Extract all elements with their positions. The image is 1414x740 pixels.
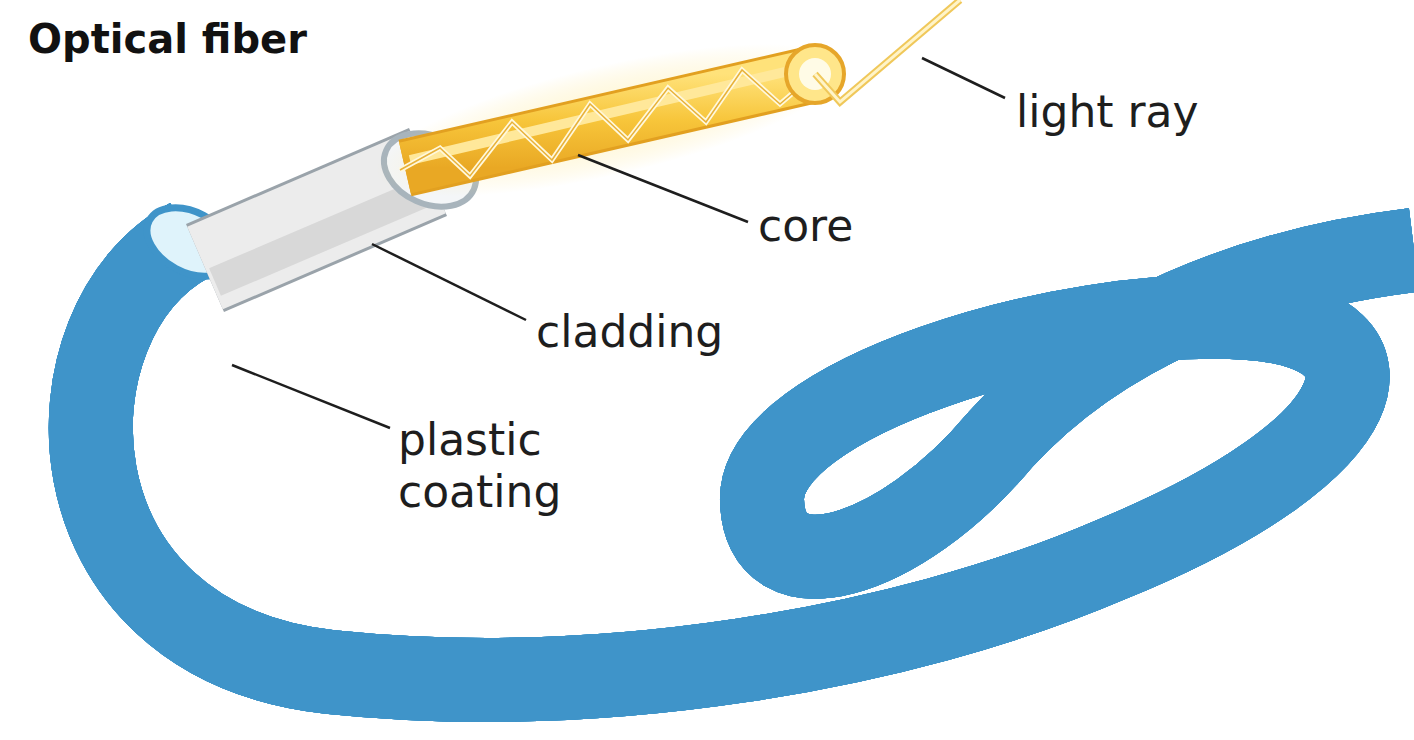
part-label: core xyxy=(758,200,958,252)
light-ray-beam xyxy=(815,0,960,102)
core-fiber xyxy=(364,12,856,227)
part-label: cladding xyxy=(536,306,816,358)
diagram-title: Optical fiber xyxy=(28,16,307,63)
cable-coating xyxy=(91,240,1414,680)
part-label: plastic coating xyxy=(398,414,628,518)
part-label: light ray xyxy=(1016,86,1276,138)
leader-lines xyxy=(232,58,1005,428)
